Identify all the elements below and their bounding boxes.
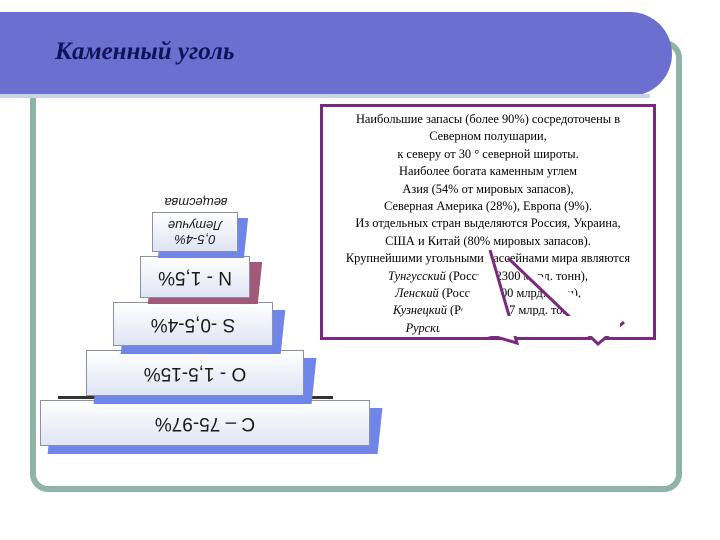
title-banner xyxy=(0,12,672,96)
banner-underline xyxy=(0,94,650,98)
info-line: Из отдельных стран выделяются Россия, Ук… xyxy=(355,216,621,231)
tier-carbon-label: С – 75-97% xyxy=(154,413,256,434)
tier-nitrogen-label: N - 1,5% xyxy=(158,267,232,288)
basin-name: Ленский xyxy=(395,286,439,301)
info-line: к северу от 30 ° северной широты. xyxy=(397,146,579,161)
tier-substances: вещества xyxy=(158,194,234,210)
tier-oxygen: О - 1,5-15% xyxy=(86,350,317,404)
info-line: Северная Америка (28%), Европа (9%). xyxy=(384,199,592,214)
info-box: Наибольшие запасы (более 90%) сосредоточ… xyxy=(320,104,656,340)
info-line: Наибольшие запасы (более 90%) сосредоточ… xyxy=(355,112,621,126)
tier-oxygen-label: О - 1,5-15% xyxy=(143,363,247,384)
basin-name: Тунгусский xyxy=(388,268,446,283)
info-line: США и Китай (80% мировых запасов). xyxy=(385,233,591,248)
tier-sulfur: S -0,5-4% xyxy=(113,302,286,354)
basin-name: Кузнецкий xyxy=(393,303,447,318)
tier-volatile-value: 0,5-4% xyxy=(174,232,216,247)
tier-volatile-name: Летучие xyxy=(167,218,223,233)
basin-line: Ленский (Россия, 1600 млрд. тонн), xyxy=(395,286,581,301)
tier-carbon: С – 75-97% xyxy=(40,400,383,454)
basin-line: Рурский (ФРГ, 287 млрд. тонн). xyxy=(405,320,571,335)
basin-line: Кузнецкий (Россия, 637 млрд. тонн), xyxy=(393,303,583,318)
slide-title: Каменный уголь xyxy=(55,38,235,65)
tier-nitrogen: N - 1,5% xyxy=(140,256,263,304)
basin-name: Рурский xyxy=(405,320,449,335)
info-line: Крупнейшими угольными бассейнами мира яв… xyxy=(345,251,631,266)
tier-volatile-label: 0,5-4% Летучие xyxy=(153,213,237,251)
tier-substances-label: вещества xyxy=(164,195,228,210)
info-line: Азия (54% от мировых запасов), xyxy=(402,181,574,196)
info-line: Наиболее богата каменным углем xyxy=(399,164,577,179)
info-line: Северном полушарии, xyxy=(429,129,547,144)
tier-volatile: 0,5-4% Летучие xyxy=(152,212,249,258)
basin-line: Тунгусский (Россия, 2300 млрд. тонн), xyxy=(388,268,588,283)
tier-sulfur-label: S -0,5-4% xyxy=(150,314,236,335)
